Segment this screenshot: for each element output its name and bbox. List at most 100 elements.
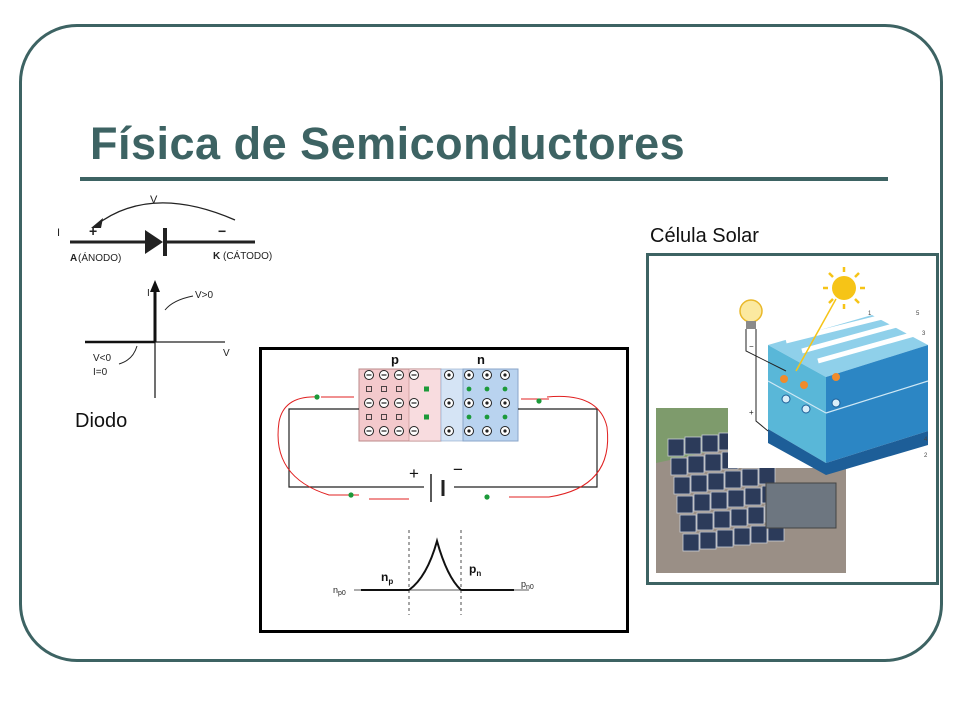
donor-ion-core [503,401,507,405]
voltage-label: V [150,194,158,206]
solar-panel [758,466,776,485]
cell-side-face [826,345,928,463]
battery-plus: + [409,464,419,483]
slide-title: Física de Semiconductores [90,118,686,169]
solar-panel [696,512,714,531]
layer-number-3: 3 [922,331,926,337]
voltage-arc [94,202,236,227]
diode-caption: Diodo [75,410,128,432]
sun-ray [795,298,837,372]
free-electron [466,386,472,392]
solar-panel [687,455,705,474]
solar-panel [684,436,702,455]
diode-triangle [145,230,163,254]
solar-panel [707,472,725,491]
wire-minus: − [749,342,754,351]
solar-panel [744,487,762,506]
solar-panel [693,493,711,512]
donor-ion-core [503,373,507,377]
wire-plus: + [749,408,754,417]
n-label: n [477,352,485,367]
iv-curve-figure: I V V>0 V<0 I=0 [85,280,230,398]
cell-junction-line-side [825,380,929,414]
boundary-carrier [424,386,429,392]
donor-ion-core [485,373,489,377]
hole [381,386,387,392]
solar-cell-caption: Célula Solar [650,225,759,247]
hole [396,414,402,420]
donor-ion-core [485,429,489,433]
battery-minus: − [453,460,463,479]
free-electron [484,414,490,420]
title-underline [80,177,888,181]
solar-panel [730,508,748,527]
layer-number-2: 2 [924,453,928,459]
ion-grid [364,370,510,436]
donor-ion-core [447,373,451,377]
cell-bottom-layer [768,429,928,475]
iv-y-label: I [147,288,150,299]
p-label: p [391,352,399,367]
layer-number-5: 5 [916,311,920,317]
circuit-wire-right [454,408,598,488]
cell-wire-top [745,329,787,372]
donor-ion-core [467,401,471,405]
cathode-label: (CÁTODO) [223,249,272,262]
carrier-orange [800,381,808,389]
solar-panel [667,438,685,457]
electron-dot [348,492,354,498]
carrier-orange [832,373,840,381]
solar-panel [733,527,751,546]
reverse-v-label: V<0 [93,353,112,364]
cell-finger [785,312,891,344]
pn0-label: pn0 [521,579,534,591]
np0-label: np0 [333,585,346,597]
cell-junction-line [767,380,827,414]
free-electron [484,386,490,392]
solar-panel [699,531,717,550]
roof-skylight [765,482,837,529]
carrier-profile [361,537,514,591]
solar-panel [713,510,731,529]
light-bulb-icon [739,299,763,329]
solar-panel [682,533,700,552]
carrier-blue [801,404,811,414]
boundary-carrier [424,414,429,420]
solar-panel [673,476,691,495]
solar-panel [701,434,719,453]
carrier-orange [780,375,788,383]
donor-ion-core [503,429,507,433]
donor-ion-core [485,401,489,405]
minus-sign: − [218,223,226,239]
hole [366,386,372,392]
donor-ion-core [467,373,471,377]
electron-dot [536,398,542,404]
solar-panel [727,489,745,508]
pn-label: pn [469,562,481,578]
layer-number-4: 4 [924,437,928,443]
solar-panel [747,506,765,525]
carrier-blue [781,394,791,404]
red-path-left [277,396,359,496]
forward-label: V>0 [195,290,214,301]
solar-panel [724,470,742,489]
cell-front-face [768,345,826,463]
forward-pointer [164,295,194,311]
iv-x-label: V [223,348,230,359]
free-electron [502,414,508,420]
hole [381,414,387,420]
solar-panel [679,514,697,533]
hole [366,414,372,420]
np-label: np [381,570,393,586]
pn-junction-figure: p n + − np pn np0 pn0 [259,347,629,633]
solar-panel [741,468,759,487]
donor-ion-core [447,401,451,405]
anode-label: (ÁNODO) [78,251,121,264]
plus-sign: + [89,223,97,239]
solar-panel [704,453,722,472]
solar-panel [710,491,728,510]
solar-panel [670,457,688,476]
voltage-arc-arrowhead [91,218,103,228]
reverse-pointer [118,345,138,365]
donor-ion-core [467,429,471,433]
